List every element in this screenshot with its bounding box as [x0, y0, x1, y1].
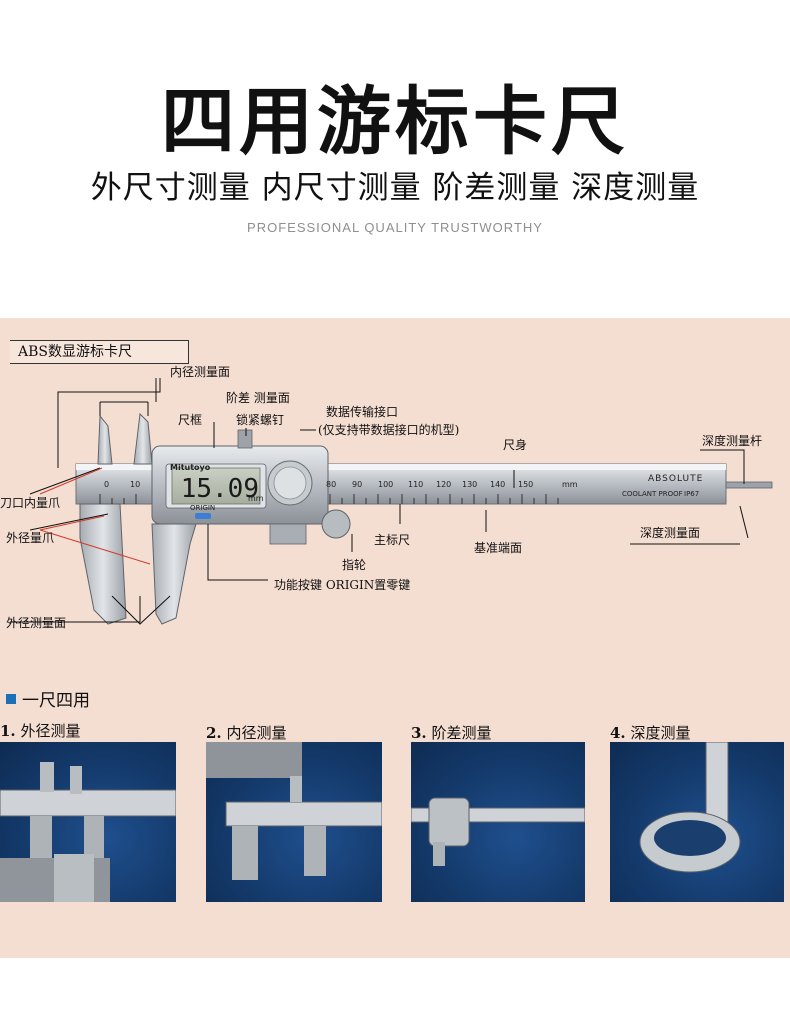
usage-caption-3: 3. 阶差测量	[411, 722, 491, 743]
usage-label: 外径测量	[20, 722, 81, 740]
absolute-label: ABSOLUTE	[648, 474, 704, 484]
callout-depth-rod: 深度测量杆	[702, 434, 763, 448]
usage-num: 3.	[411, 724, 427, 742]
usage-label: 深度测量	[630, 724, 691, 742]
lcd-unit: mm	[248, 494, 264, 503]
callout-outer-face: 外径测量面	[6, 616, 67, 630]
scale-unit: mm	[562, 480, 578, 489]
origin-label: ORIGIN	[190, 504, 216, 512]
page-subtitle: 外尺寸测量 内尺寸测量 阶差测量 深度测量	[90, 170, 700, 206]
callout-beam: 尺身	[503, 438, 528, 452]
callout-step-face: 阶差 测量面	[226, 391, 290, 405]
callout-frame: 尺框	[178, 413, 203, 427]
usage-num: 4.	[610, 724, 626, 742]
usage-photo-outer	[0, 742, 176, 902]
usage-label: 内径测量	[226, 724, 287, 742]
inner-jaw-fixed	[97, 414, 113, 465]
scale-number: 80	[326, 480, 337, 489]
callout-blade-inner-jaw: 刀口内量爪	[0, 496, 61, 510]
slider	[151, 445, 329, 525]
red-callout-lines	[39, 467, 151, 565]
diagram-label: ABS数显游标卡尺	[10, 340, 189, 364]
usage-photo-step	[411, 742, 585, 902]
usage-caption-1: 1. 外径测量	[0, 720, 80, 741]
lcd-readout: 15.09	[180, 474, 259, 504]
lock-screw	[237, 429, 253, 449]
usage-num: 1.	[0, 722, 16, 740]
scale-number: 10	[130, 480, 141, 489]
section-title: 一尺四用	[22, 691, 90, 711]
callout-main-scale: 主标尺	[374, 533, 411, 547]
usage-photo-depth	[610, 742, 784, 902]
callout-depth-face: 深度测量面	[640, 526, 701, 540]
inner-jaw-sliding	[133, 412, 153, 465]
outer-jaw-sliding	[151, 523, 197, 625]
brand-label: Mitutoyo	[170, 463, 211, 472]
caliper-illustration	[10, 378, 773, 625]
main-scale-ticks	[99, 494, 559, 504]
scale-number: 100	[378, 480, 394, 489]
callout-lines	[10, 378, 749, 625]
callout-data-port-note: (仅支持带数据接口的机型)	[318, 423, 460, 437]
usage-photo-inner	[206, 742, 382, 902]
scale-number: 0	[104, 480, 110, 489]
usage-caption-2: 2. 内径测量	[206, 722, 286, 743]
ip-label: IP67	[684, 490, 700, 498]
coolant-label: COOLANT PROOF	[622, 490, 683, 498]
section-marker	[6, 694, 16, 704]
scale-number: 120	[436, 480, 452, 489]
scale-number: 150	[518, 480, 534, 489]
scale-number: 140	[490, 480, 506, 489]
usage-label: 阶差测量	[431, 724, 492, 742]
depth-rod	[725, 481, 773, 489]
callout-origin-key: 功能按键 ORIGIN置零键	[274, 578, 411, 592]
tagline: PROFESSIONAL QUALITY TRUSTWORTHY	[247, 220, 543, 235]
scale-number: 110	[408, 480, 424, 489]
scale-number: 130	[462, 480, 478, 489]
callout-thumb-roller: 指轮	[342, 558, 367, 572]
callout-lock-screw: 锁紧螺钉	[236, 413, 285, 427]
callout-inner-face: 内径测量面	[170, 365, 231, 379]
thumb-roller	[321, 509, 351, 539]
outer-jaw-fixed	[79, 503, 127, 625]
usage-num: 2.	[206, 724, 222, 742]
callout-reference-end: 基准端面	[474, 541, 523, 555]
page-title: 四用游标卡尺	[161, 79, 629, 165]
scale-number: 90	[352, 480, 363, 489]
callout-outer-jaw: 外径量爪	[6, 531, 55, 545]
usage-caption-4: 4. 深度测量	[610, 722, 690, 743]
callout-data-port: 数据传输接口	[326, 405, 399, 419]
